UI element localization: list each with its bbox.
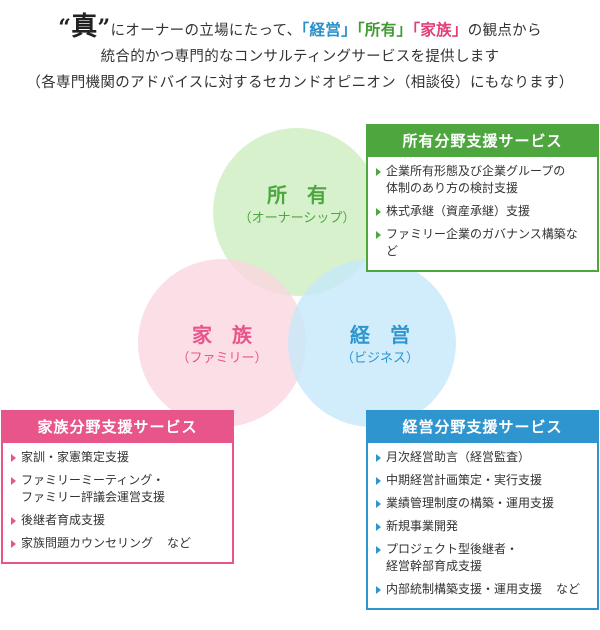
bullet-arrow-icon: [376, 168, 381, 176]
venn-family-title: 家 族: [192, 323, 253, 347]
list-item: ファミリーミーティング・ファミリー評議会運営支援: [11, 472, 224, 506]
circle-business: [288, 259, 456, 427]
bullet-arrow-icon: [376, 231, 381, 239]
ownership-services-list: 企業所有形態及び企業グループの体制のあり方の検討支援 株式承継（資産承継）支援 …: [368, 157, 597, 270]
close-quote: ”: [97, 15, 111, 41]
circle-family: [138, 259, 306, 427]
header-line-3: （各専門機関のアドバイスに対するセカンドオピニオン（相談役）にもなります）: [26, 75, 574, 91]
list-item: 企業所有形態及び企業グループの体制のあり方の検討支援: [376, 163, 589, 197]
list-item: プロジェクト型後継者・経営幹部育成支援: [376, 541, 589, 575]
header-line-2: 統合的かつ専門的なコンサルティングサービスを提供します: [100, 49, 500, 65]
venn-business-title: 経 営: [350, 323, 410, 347]
bullet-arrow-icon: [376, 523, 381, 531]
list-item: 業績管理制度の構築・運用支援: [376, 495, 589, 512]
venn-family-subtitle: （ファミリー）: [176, 351, 267, 366]
venn-business-subtitle: （ビジネス）: [341, 351, 419, 366]
bullet-arrow-icon: [376, 500, 381, 508]
business-services-title: 経営分野支援サービス: [368, 412, 597, 443]
family-services-box: 家族分野支援サービス 家訓・家憲策定支援 ファミリーミーティング・ファミリー評議…: [1, 410, 234, 564]
header-text-b: の観点から: [467, 23, 542, 39]
bullet-arrow-icon: [376, 454, 381, 462]
bullet-arrow-icon: [376, 586, 381, 594]
bullet-arrow-icon: [11, 454, 16, 462]
bullet-arrow-icon: [376, 477, 381, 485]
highlight-ownership: 「所有」: [356, 21, 413, 39]
list-item: ファミリー企業のガバナンス構築など: [376, 226, 589, 260]
emphasis-char: 真: [71, 12, 98, 42]
header-text-a: にオーナーの立場にたって、: [110, 23, 302, 39]
open-quote: “: [58, 15, 72, 41]
ownership-services-title: 所有分野支援サービス: [368, 126, 597, 157]
venn-ownership-title: 所 有: [267, 183, 327, 207]
list-item: 後継者育成支援: [11, 512, 224, 529]
highlight-family: 「家族」: [412, 21, 468, 39]
highlight-business: 「経営」: [301, 21, 357, 39]
bullet-arrow-icon: [11, 477, 16, 485]
list-item: 月次経営助言（経営監査）: [376, 449, 589, 466]
list-item: 中期経営計画策定・実行支援: [376, 472, 589, 489]
ownership-services-box: 所有分野支援サービス 企業所有形態及び企業グループの体制のあり方の検討支援 株式…: [366, 124, 599, 272]
family-services-list: 家訓・家憲策定支援 ファミリーミーティング・ファミリー評議会運営支援 後継者育成…: [3, 443, 232, 562]
venn-ownership-subtitle: （オーナーシップ）: [239, 211, 356, 226]
list-item: 内部統制構築支援・運用支援など: [376, 581, 589, 598]
list-item: 株式承継（資産承継）支援: [376, 203, 589, 220]
list-item: 新規事業開発: [376, 518, 589, 535]
header: “真”にオーナーの立場にたって、「経営」「所有」「家族」の観点から 統合的かつ専…: [0, 14, 600, 96]
circle-ownership: [213, 128, 381, 296]
bullet-arrow-icon: [376, 208, 381, 216]
business-services-box: 経営分野支援サービス 月次経営助言（経営監査） 中期経営計画策定・実行支援 業績…: [366, 410, 599, 610]
list-item: 家訓・家憲策定支援: [11, 449, 224, 466]
header-line-1: “真”にオーナーの立場にたって、「経営」「所有」「家族」の観点から: [0, 14, 600, 44]
bullet-arrow-icon: [11, 517, 16, 525]
bullet-arrow-icon: [11, 540, 16, 548]
family-services-title: 家族分野支援サービス: [3, 412, 232, 443]
bullet-arrow-icon: [376, 546, 381, 554]
business-services-list: 月次経営助言（経営監査） 中期経営計画策定・実行支援 業績管理制度の構築・運用支…: [368, 443, 597, 608]
list-item: 家族問題カウンセリングなど: [11, 535, 224, 552]
